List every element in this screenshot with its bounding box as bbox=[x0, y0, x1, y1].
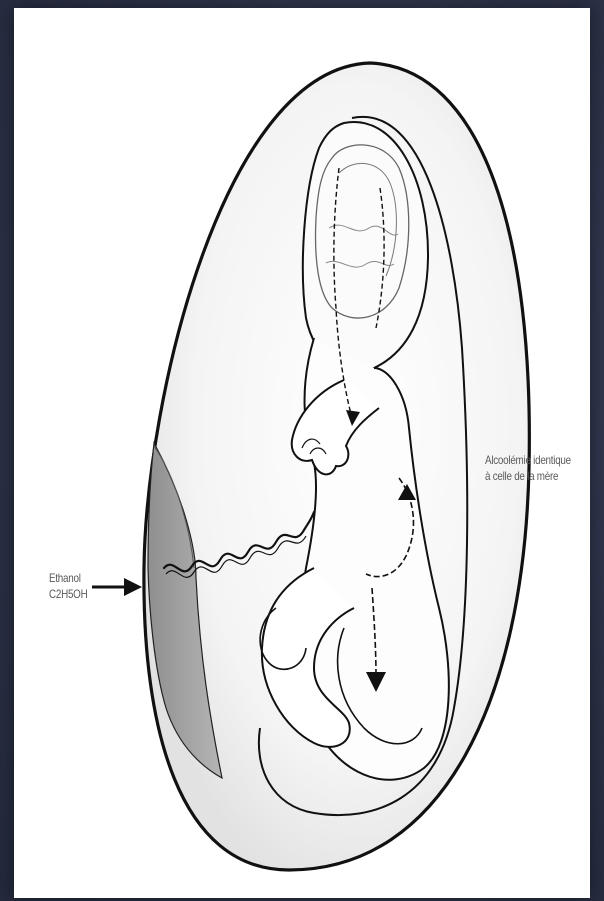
blood-alcohol-label-line1: Alcoolémie identique bbox=[485, 452, 571, 468]
ethanol-label: Ethanol C2H5OH bbox=[49, 570, 87, 602]
figure-panel: Ethanol C2H5OH Alcoolémie identique à ce… bbox=[14, 8, 590, 898]
ethanol-label-line2: C2H5OH bbox=[49, 586, 87, 602]
blood-alcohol-label-line2: à celle de la mère bbox=[485, 468, 571, 484]
blood-alcohol-label: Alcoolémie identique à celle de la mère bbox=[485, 452, 571, 484]
ethanol-arrowhead bbox=[124, 578, 142, 596]
ethanol-label-line1: Ethanol bbox=[49, 570, 87, 586]
